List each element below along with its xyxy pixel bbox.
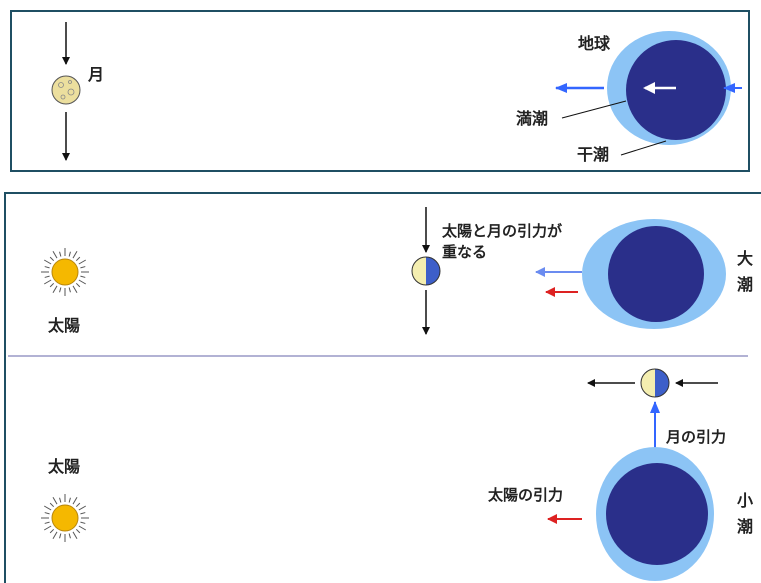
earth-icon-spring xyxy=(608,226,704,322)
low-tide-label: 干潮 xyxy=(577,145,609,164)
top-panel: 月 地球 満潮 干潮 xyxy=(10,10,750,172)
earth-label: 地球 xyxy=(578,34,611,53)
high-tide-label: 満潮 xyxy=(516,109,548,128)
earth-icon xyxy=(626,40,726,140)
half-moon-icon-neap xyxy=(640,368,670,398)
sun-icon xyxy=(41,494,89,542)
high-tide-leader xyxy=(561,100,627,119)
sun-label-neap: 太陽 xyxy=(47,457,80,476)
spring-tide-label-2: 潮 xyxy=(737,275,753,294)
earth-icon-neap xyxy=(606,463,708,565)
moon-pull-label: 月の引力 xyxy=(665,428,726,446)
neap-tide-label-1: 小 xyxy=(737,491,753,510)
sun-icon xyxy=(41,248,89,296)
spring-tide-label-1: 大 xyxy=(737,249,753,268)
overlap-label-line1: 太陽と月の引力が xyxy=(442,222,563,240)
moon-icon xyxy=(51,75,81,105)
moon-label: 月 xyxy=(87,65,104,84)
sun-label-spring: 太陽 xyxy=(47,316,80,335)
low-tide-leader xyxy=(620,140,667,156)
neap-tide-label-2: 潮 xyxy=(737,517,753,536)
half-moon-icon-spring xyxy=(411,256,441,286)
sun-pull-label: 太陽の引力 xyxy=(488,486,563,504)
bottom-panel: 太陽 太陽と月の引力が 重なる 大 潮 太陽 月の引力 xyxy=(4,192,761,583)
overlap-label-line2: 重なる xyxy=(442,243,487,261)
